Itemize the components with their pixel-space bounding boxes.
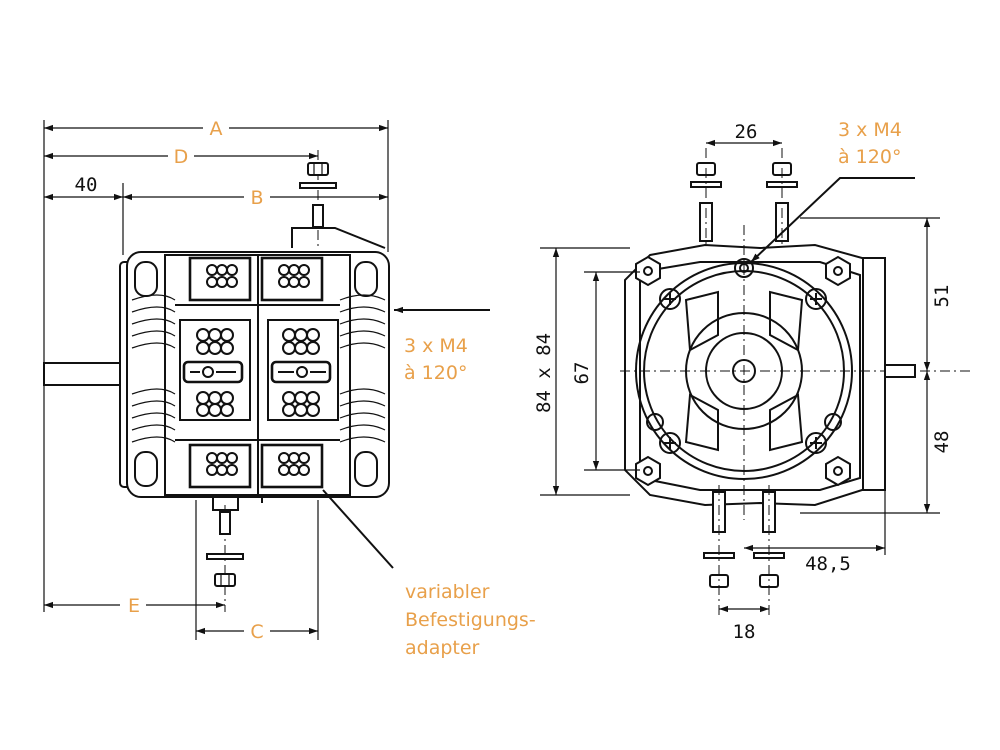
plus-screws	[646, 258, 842, 454]
dim-E: E	[128, 595, 140, 617]
terminal-block-bottom	[188, 443, 324, 489]
dim-C: C	[250, 621, 263, 643]
dim-67: 67	[571, 362, 593, 385]
side-view: A D B 40 E C 3 x M4 à 120° variabler Bef…	[43, 116, 536, 659]
dim-51: 51	[931, 285, 953, 308]
mount-screw-top	[291, 150, 386, 250]
motor-shaft	[43, 362, 125, 386]
dim-D: D	[174, 146, 189, 168]
front-mount-label-1: 3 x M4	[838, 119, 902, 141]
dim-A: A	[210, 118, 223, 140]
adapter-label-3: adapter	[405, 637, 480, 659]
side-mount-label-2: à 120°	[404, 362, 467, 384]
dim-40: 40	[75, 174, 98, 196]
adapter-label-2: Befestigungs-	[405, 609, 536, 631]
adapter-label-1: variabler	[405, 581, 490, 603]
front-mount-label-2: à 120°	[838, 146, 901, 168]
front-dimension-lines	[540, 139, 940, 613]
center-clamp	[179, 319, 339, 421]
dim-26: 26	[735, 121, 758, 143]
mount-screw-bottom	[206, 497, 263, 612]
dim-18: 18	[733, 621, 756, 643]
dim-48-5: 48,5	[805, 553, 851, 575]
corner-nuts	[635, 255, 851, 487]
dim-B: B	[250, 187, 263, 209]
cooling-fins	[131, 294, 386, 443]
front-screws-top	[690, 148, 798, 248]
front-view: 26 18 48,5 84 x 84 67 51 48 3 x M4 à 120…	[533, 119, 970, 643]
dim-48: 48	[931, 431, 953, 454]
side-mount-label-1: 3 x M4	[404, 335, 468, 357]
dim-84x84: 84 x 84	[533, 333, 555, 413]
terminal-block-top	[188, 256, 324, 302]
